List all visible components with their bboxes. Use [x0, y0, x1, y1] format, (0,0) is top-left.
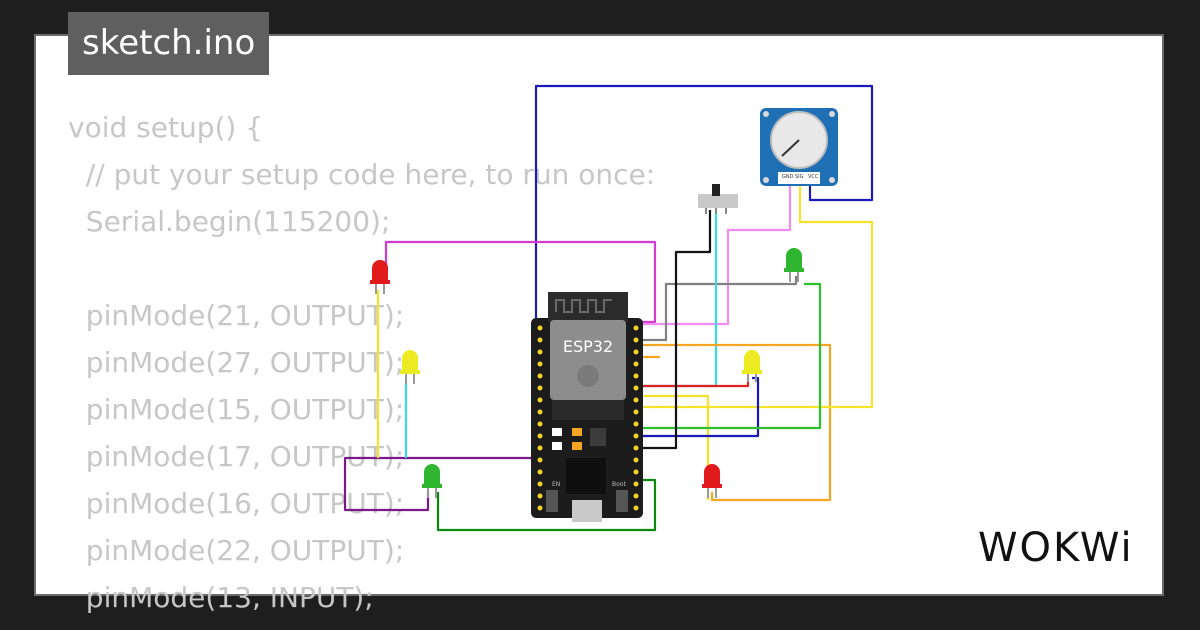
- esp32-module: [550, 320, 626, 400]
- led-yellow-right[interactable]: [742, 350, 762, 382]
- code-editor: void setup() { // put your setup code he…: [68, 104, 655, 621]
- en-button-label: EN: [552, 481, 560, 488]
- potentiometer[interactable]: GND SIG VCC: [760, 108, 838, 186]
- esp32-board[interactable]: ESP32 EN Boot: [531, 292, 643, 522]
- code-line: pinMode(22, OUTPUT);: [68, 534, 405, 567]
- code-line: pinMode(15, OUTPUT);: [68, 393, 405, 426]
- code-line: pinMode(16, OUTPUT);: [68, 487, 405, 520]
- code-line: // put your setup code here, to run once…: [68, 158, 656, 191]
- boot-button-label: Boot: [612, 481, 626, 488]
- wire-red: [636, 378, 750, 388]
- wire-gray: [636, 276, 798, 342]
- usb-port-icon: [572, 500, 602, 522]
- wokwi-logo: WOKWi: [978, 525, 1134, 571]
- wire-black: [636, 210, 712, 450]
- code-line: pinMode(27, OUTPUT);: [68, 346, 405, 379]
- wire-green: [636, 282, 822, 430]
- board-label: ESP32: [563, 337, 613, 356]
- led-red-left[interactable]: [370, 260, 390, 294]
- pot-pin-gnd: GND: [782, 174, 794, 180]
- led-green-left[interactable]: [422, 464, 442, 498]
- code-line: pinMode(17, OUTPUT);: [68, 440, 405, 473]
- code-line: pinMode(13, INPUT);: [68, 581, 374, 614]
- usb-chip: [566, 458, 606, 494]
- wire-magenta: [384, 240, 657, 324]
- slide-switch[interactable]: [698, 184, 738, 214]
- led-green-right[interactable]: [784, 248, 804, 282]
- code-line: pinMode(21, OUTPUT);: [68, 299, 405, 332]
- file-tab[interactable]: sketch.ino: [68, 12, 270, 75]
- wire-yellow-right: [636, 186, 874, 409]
- code-line: Serial.begin(115200);: [68, 205, 391, 238]
- pot-pin-vcc: VCC: [808, 174, 819, 180]
- led-red-right[interactable]: [702, 464, 722, 498]
- code-line: void setup() {: [68, 111, 264, 144]
- led-yellow-left[interactable]: [400, 350, 420, 384]
- file-tab-label: sketch.ino: [82, 23, 256, 63]
- wire-orange: [636, 343, 832, 502]
- pot-pin-sig: SIG: [795, 174, 804, 180]
- espressif-logo-icon: [577, 365, 599, 387]
- wire-pink: [636, 186, 792, 326]
- wire-purple: [343, 456, 540, 512]
- wire-dark-green: [436, 478, 657, 532]
